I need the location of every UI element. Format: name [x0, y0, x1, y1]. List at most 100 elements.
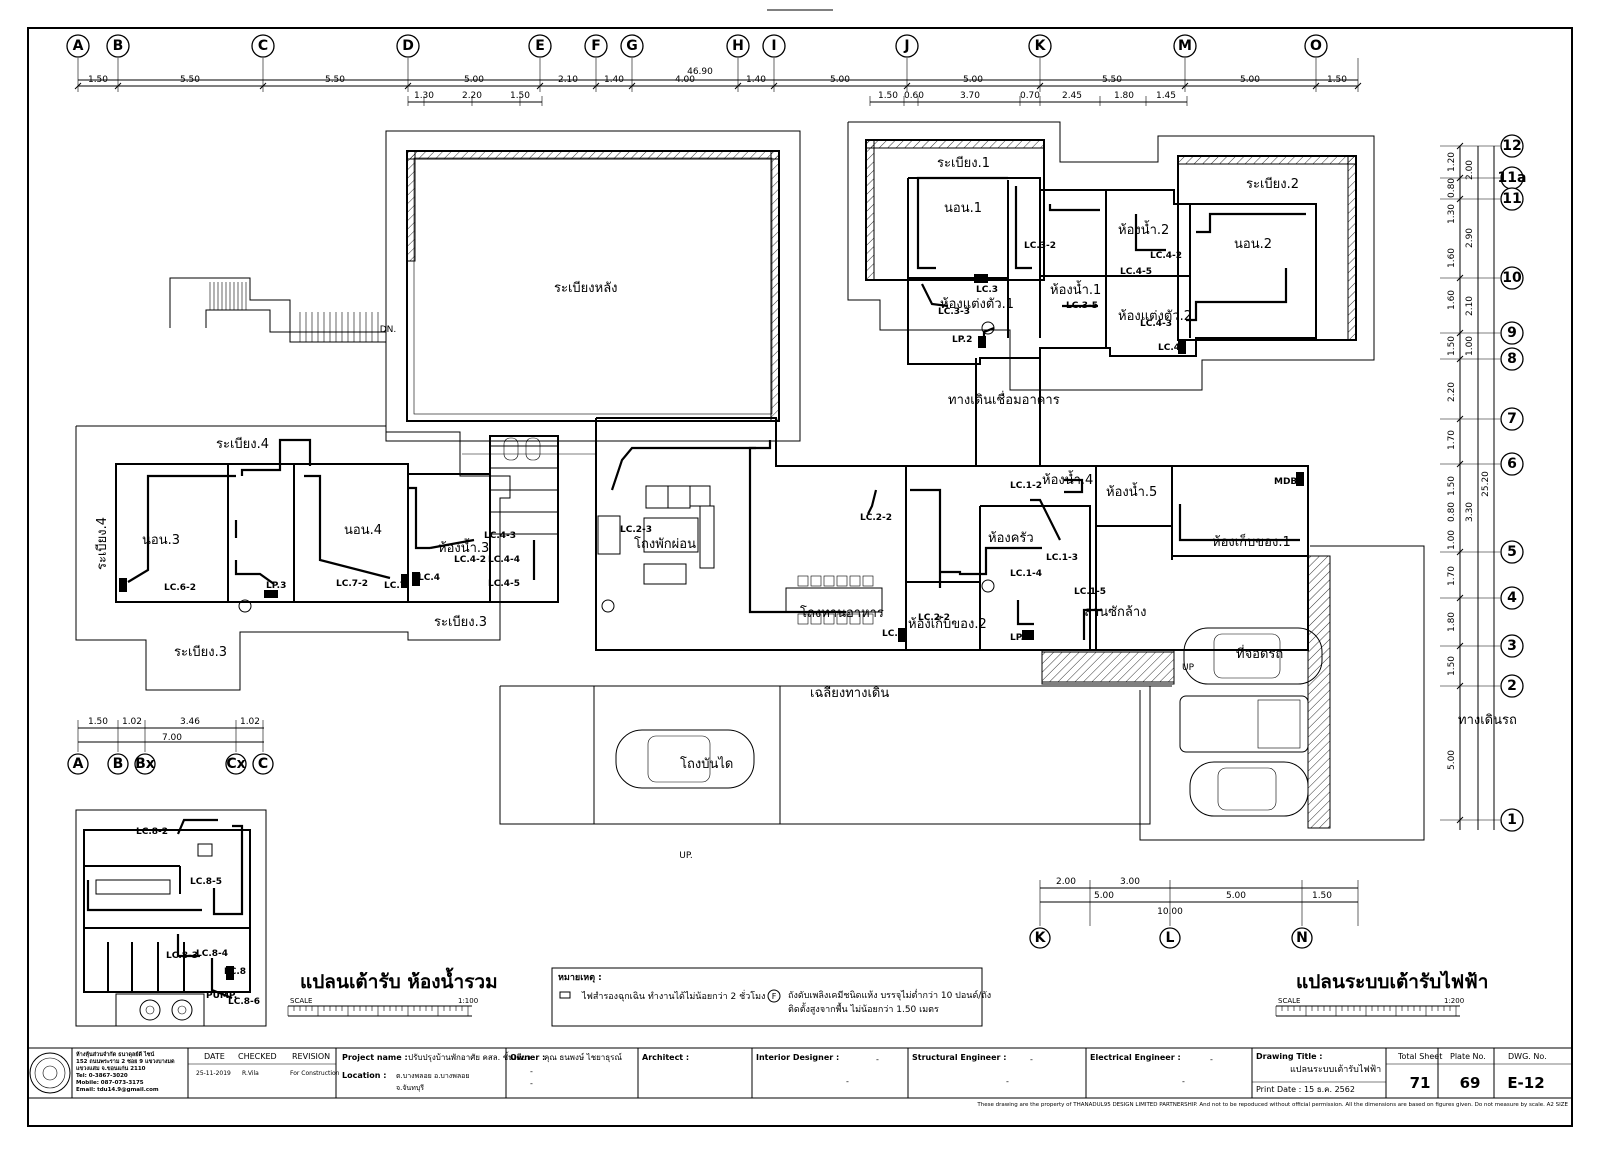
toilet-scale-label: SCALE: [290, 997, 312, 1005]
dim-slash: [404, 82, 412, 90]
room-bed2: นอน.2: [1234, 237, 1272, 252]
right-dim-label: 1.60: [1447, 290, 1457, 310]
circuit-label: LC.1-2: [1010, 481, 1042, 491]
right-total-dim: 25.20: [1481, 471, 1491, 497]
grid-bubble-circle: [1304, 34, 1328, 58]
circuit-label: LC.1-3: [1046, 553, 1078, 563]
grid-bubble-circle: [67, 753, 89, 775]
grid-bubble-label: A: [73, 756, 84, 772]
carport-dim-label: 5.00: [1094, 891, 1114, 901]
dim-slash: [536, 82, 544, 90]
room-kitchen: ห้องครัว: [988, 531, 1034, 546]
room-rear-terrace: ระเบียงหลัง: [554, 280, 618, 296]
grid-bubble-circle: [396, 34, 420, 58]
room-dress2: ห้องแต่งตัว.2: [1118, 309, 1192, 324]
room-bed4: นอน.4: [344, 523, 382, 538]
grid-bubble-h: H: [726, 34, 750, 58]
right-dim-label: 1.50: [1447, 656, 1457, 676]
toilet-total-dim: 7.00: [162, 733, 182, 743]
dining-chair: [810, 575, 822, 587]
grid-bubble-label: L: [1166, 930, 1175, 946]
grid-bubble-circle: [1500, 452, 1524, 476]
room-terrace3b: ระเบียง.3: [174, 644, 227, 660]
tb-total-sheet-value: 71: [1410, 1074, 1431, 1092]
car-parking-1: [1183, 627, 1323, 685]
carport-dim-label: 3.00: [1120, 877, 1140, 887]
grid-bubble-circle: [1028, 34, 1052, 58]
dim-slash: [1456, 594, 1464, 602]
legend-fe-symbol: F: [772, 992, 777, 1001]
grid-bubble-7: 7: [1500, 407, 1524, 431]
right-dim-label: 1.60: [1447, 248, 1457, 268]
grid-bubble-m: M: [1173, 34, 1197, 58]
grid-bubble-label: E: [535, 38, 545, 54]
main-plan-title: แปลนระบบเต้ารับไฟฟ้า: [1296, 970, 1488, 993]
legend-item-extinguisher-1: ถังดับเพลิงเคมีชนิดแห้ง บรรจุไม่ต่ำกว่า …: [788, 988, 991, 1001]
tb-interior-dash-2: -: [846, 1077, 849, 1086]
dining-chair: [810, 613, 822, 625]
sub-dim-label-right: 1.45: [1156, 91, 1176, 101]
grid-bubble-circle: [1029, 927, 1051, 949]
grid-bubble-label: 6: [1507, 456, 1517, 472]
room-driveway: ทางเดินรถ: [1458, 713, 1517, 728]
tb-location-value-2: จ.จันทบุรี: [396, 1084, 424, 1092]
legend-item-emergency-light: ไฟสำรองฉุกเฉิน ทำงานได้ไม่น้อยกว่า 2 ชั่…: [581, 989, 765, 1002]
fire-extinguisher-symbols: [238, 321, 995, 613]
car-stair-hall: [615, 729, 755, 789]
grid-bubble-i: I: [762, 34, 786, 58]
toilet-plan: [75, 809, 267, 1027]
top-dim-label: 5.00: [464, 75, 484, 85]
circuit-label: LP.2: [952, 335, 972, 345]
grid-bubble-label: Bx: [135, 756, 155, 772]
grid-bubble-circle: [1500, 134, 1524, 158]
grid-bubble-circle: [1500, 187, 1524, 211]
tb-firm-line: แขวงแสม จ.ขอนแก่น 2110: [76, 1065, 146, 1072]
grid-bubble-f: F: [584, 34, 608, 58]
grid-bubble-g: G: [620, 34, 644, 58]
tb-interior-dash-1: -: [876, 1055, 879, 1064]
carport-dim-label: 2.00: [1056, 877, 1076, 887]
toilet-dim-label: 1.02: [122, 717, 142, 727]
tb-structural-dash-1: -: [1030, 1055, 1033, 1064]
toilet-fixture: [503, 437, 519, 461]
floor-plan: ระเบียงหลัง ระเบียง.1 ระเบียง.2 นอน.1 นอ…: [75, 121, 1517, 1007]
dining-chair: [836, 575, 848, 587]
dim-slash: [1456, 415, 1464, 423]
circuit-label: LC.4-5: [488, 579, 520, 589]
tb-firm-line: Tel: 0-3867-3020: [76, 1073, 128, 1079]
grid-bubble-label: 7: [1507, 411, 1517, 427]
grid-bubble-label: 11a: [1498, 170, 1527, 186]
dining-chair: [823, 575, 835, 587]
right-dim-label: 0.80: [1447, 502, 1457, 522]
circuit-label: PUMP.: [206, 991, 237, 1001]
grid-bubble-circle: [762, 34, 786, 58]
circuit-label: LC.2: [882, 629, 904, 639]
circuit-label: LC.3-3: [938, 307, 970, 317]
circuit-labels: LC.3-2LC.3LC.3-3LC.3-5LC.4-5LC.4-2LC.4-3…: [136, 241, 1297, 1007]
tb-date-header: DATE: [204, 1052, 225, 1061]
dim-slash: [1456, 682, 1464, 690]
dim-slash: [1456, 142, 1464, 150]
room-bed1: นอน.1: [944, 201, 982, 216]
grid-bubble-circle: [1500, 266, 1524, 290]
room-bath1: ห้องน้ำ.1: [1050, 280, 1101, 298]
grid-bubble-circle: [1500, 321, 1524, 345]
circuit-label: LC.3-5: [1066, 301, 1098, 311]
grid-bubble-d: D: [396, 34, 420, 58]
grid-bubble-10: 10: [1500, 266, 1524, 290]
top-dim-label: 5.00: [963, 75, 983, 85]
tb-architect-label: Architect :: [642, 1053, 689, 1062]
top-dim-label: 5.00: [1240, 75, 1260, 85]
dim-slash: [259, 82, 267, 90]
grid-bubble-label: 5: [1507, 544, 1517, 560]
room-corridor: ทางเดินเชื่อมอาคาร: [948, 391, 1060, 408]
dim-slash: [1456, 816, 1464, 824]
tb-interior-label: Interior Designer :: [756, 1053, 839, 1062]
grid-bubble-circle: [620, 34, 644, 58]
circuit-label: LC.2-2: [918, 613, 950, 623]
room-stair-hall: โถงบันได: [680, 756, 733, 772]
circuit-label: LC.8-2: [136, 827, 168, 837]
up-label-2: UP: [1182, 663, 1195, 673]
grid-bubble-circle: [1500, 586, 1524, 610]
